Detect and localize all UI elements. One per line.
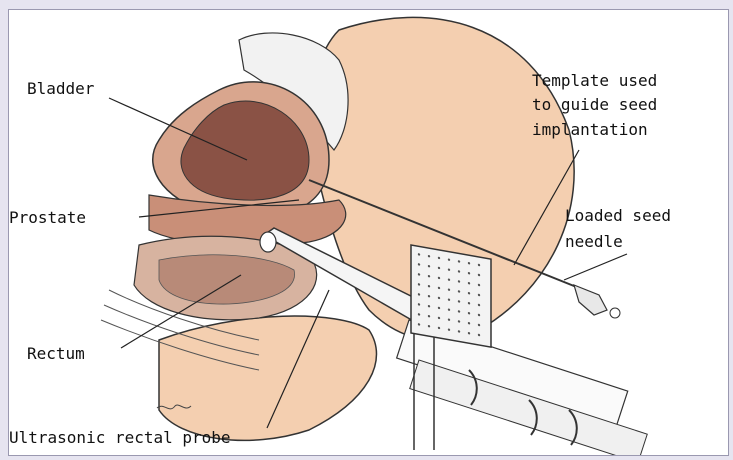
- leader-needle: [564, 254, 627, 280]
- label-rectum: Rectum: [27, 344, 85, 364]
- label-needle-line1: Loaded seed: [565, 206, 671, 226]
- label-probe: Ultrasonic rectal probe: [9, 428, 231, 448]
- label-template-line1: Template used: [532, 71, 657, 91]
- needle-cap: [610, 308, 620, 318]
- needle-hub: [574, 285, 607, 315]
- label-template-line3: implantation: [532, 120, 648, 140]
- probe-tip: [260, 232, 276, 252]
- label-bladder: Bladder: [27, 79, 94, 99]
- label-prostate: Prostate: [9, 208, 86, 228]
- label-template-line2: to guide seed: [532, 95, 657, 115]
- label-needle-line2: needle: [565, 232, 623, 252]
- diagram-frame: Bladder Template used to guide seed impl…: [8, 9, 729, 456]
- skin-lower: [159, 316, 377, 440]
- template-grid: [411, 245, 491, 347]
